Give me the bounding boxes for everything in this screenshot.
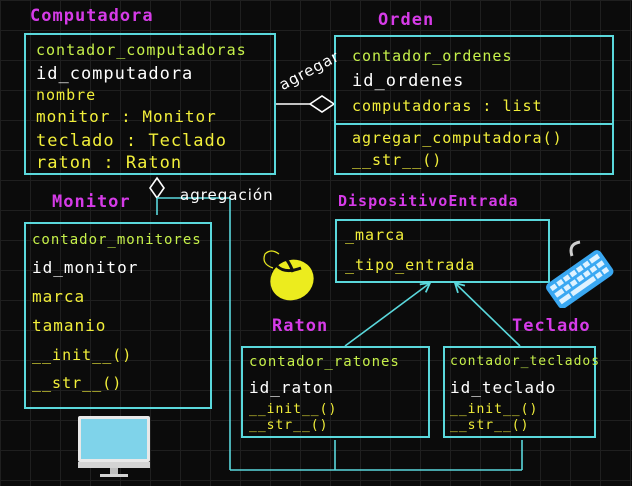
dispositivo-entrada-class-box: _marca _tipo_entrada bbox=[335, 219, 550, 283]
raton-inherit-arrow bbox=[344, 281, 432, 347]
attribute: computadoras : list bbox=[352, 97, 543, 115]
attribute: nombre bbox=[36, 86, 97, 104]
monitor-class-box: contador_monitores id_monitor marca tama… bbox=[24, 222, 212, 409]
attribute: id_teclado bbox=[450, 378, 557, 397]
method: __str__() bbox=[352, 151, 443, 169]
attribute: tamanio bbox=[32, 316, 107, 335]
teclado-class-box: contador_teclados id_teclado __init__() … bbox=[443, 346, 599, 438]
attribute: id_raton bbox=[249, 378, 335, 397]
teclado-class-title: Teclado bbox=[512, 316, 591, 336]
attribute: contador_computadoras bbox=[36, 41, 247, 59]
attribute: id_computadora bbox=[36, 64, 194, 84]
attribute: id_ordenes bbox=[352, 71, 465, 91]
monitor-icon bbox=[78, 416, 150, 477]
mouse-icon bbox=[262, 249, 314, 301]
attribute: raton : Raton bbox=[36, 153, 183, 173]
orden-class-title: Orden bbox=[378, 10, 435, 30]
method: agregar_computadora() bbox=[352, 129, 563, 147]
attribute: contador_ordenes bbox=[352, 47, 513, 65]
method: __str__() bbox=[32, 374, 123, 392]
raton-class-title: Raton bbox=[272, 316, 329, 336]
keyboard-icon bbox=[546, 240, 614, 308]
dispositivo-entrada-class-title: DispositivoEntrada bbox=[338, 192, 519, 210]
attribute: teclado : Teclado bbox=[36, 131, 227, 151]
attribute: _tipo_entrada bbox=[345, 256, 476, 274]
teclado-inherit-arrow bbox=[453, 281, 521, 347]
orden-divider bbox=[336, 123, 612, 125]
attribute: _marca bbox=[345, 226, 406, 244]
method: __init__() bbox=[450, 402, 539, 417]
attribute: monitor : Monitor bbox=[36, 107, 217, 126]
method: __init__() bbox=[32, 346, 133, 364]
computadora-class-title: Computadora bbox=[30, 6, 154, 26]
attribute: id_monitor bbox=[32, 258, 139, 277]
attribute: contador_ratones bbox=[249, 354, 400, 370]
agregacion-relation-label: agregación bbox=[180, 186, 274, 204]
raton-class-box: contador_ratones id_raton __init__() __s… bbox=[241, 346, 430, 438]
attribute: marca bbox=[32, 287, 86, 306]
attribute: contador_teclados bbox=[450, 354, 601, 369]
agregar-diamond bbox=[308, 95, 336, 113]
orden-class-box: contador_ordenes id_ordenes computadoras… bbox=[334, 35, 614, 175]
method: __str__() bbox=[249, 418, 329, 433]
computadora-class-box: contador_computadoras id_computadora nom… bbox=[24, 33, 276, 175]
method: __str__() bbox=[450, 418, 530, 433]
attribute: contador_monitores bbox=[32, 232, 202, 248]
method: __init__() bbox=[249, 402, 338, 417]
agregacion-diamond bbox=[149, 176, 165, 200]
monitor-class-title: Monitor bbox=[52, 192, 131, 212]
